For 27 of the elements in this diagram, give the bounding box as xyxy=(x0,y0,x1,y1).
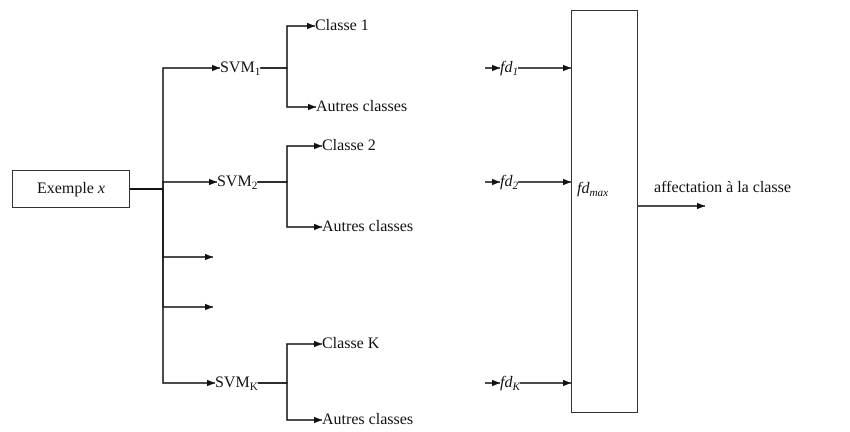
arrow xyxy=(485,178,500,186)
node-label: Classe 2 xyxy=(322,136,376,156)
decision-function: fd$_{K}$ xyxy=(500,373,520,393)
arrow xyxy=(257,181,322,230)
decision-function: fd$_{1}$ xyxy=(500,58,518,78)
node-label: Autres classes xyxy=(322,410,414,430)
decision-function: fd$_{2}$ xyxy=(500,172,518,192)
node-label: Classe 1 xyxy=(315,16,369,36)
max-label: fd$_{max}$ xyxy=(577,179,608,199)
arrow xyxy=(518,178,571,186)
arrow xyxy=(485,64,500,72)
node-label: Autres classes xyxy=(316,97,408,117)
max-selector-box xyxy=(571,10,638,413)
input-label: Exemple x xyxy=(37,179,105,199)
node-label: SVM$_{K}$ xyxy=(215,373,258,393)
arrow xyxy=(258,382,322,424)
node-label: Autres classes xyxy=(322,217,414,237)
arrow xyxy=(130,188,215,386)
arrow xyxy=(638,202,705,210)
arrow xyxy=(260,67,316,110)
input-box xyxy=(12,170,130,208)
node-label: Classe K xyxy=(322,334,380,354)
arrow xyxy=(518,64,571,72)
arrow xyxy=(485,380,500,386)
node-label: SVM$_{2}$ xyxy=(217,172,258,192)
node-label: SVM$_{1}$ xyxy=(220,58,260,78)
arrow xyxy=(520,380,571,386)
